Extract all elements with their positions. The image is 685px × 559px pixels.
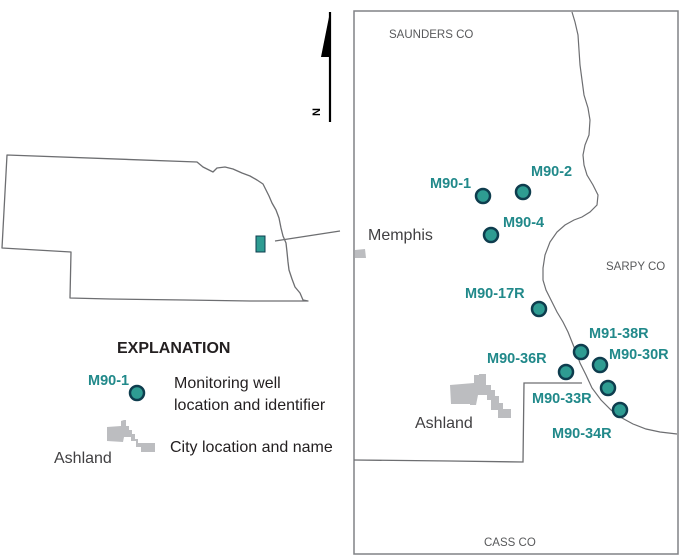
legend-title: EXPLANATION — [117, 340, 230, 357]
map-frame — [353, 10, 679, 555]
monitoring-wells — [474, 183, 629, 419]
well-marker-m90-36r[interactable] — [557, 363, 575, 381]
nebraska-inset-map — [1, 154, 341, 302]
legend: EXPLANATION M90-1 Monitoring well locati… — [54, 340, 333, 467]
well-label: M90-17R — [465, 286, 525, 302]
well-marker-m90-1[interactable] — [474, 187, 492, 205]
county-boundary-cass — [353, 382, 582, 463]
well-marker-m90-17r[interactable] — [530, 300, 548, 318]
ashland-city-shape — [450, 374, 511, 418]
well-marker-m91-38r[interactable] — [572, 343, 590, 361]
city-label-ashland: Ashland — [415, 415, 473, 432]
study-area-locator — [255, 235, 266, 253]
well-label: M90-30R — [609, 347, 669, 363]
well-label: M90-2 — [531, 164, 572, 180]
county-boundary-river — [542, 11, 678, 435]
legend-city-sample-label: Ashland — [54, 450, 112, 467]
well-label: M90-4 — [503, 215, 544, 231]
leader-line — [274, 230, 341, 242]
city-label-memphis: Memphis — [368, 227, 433, 244]
legend-well-sample-label: M90-1 — [88, 373, 129, 389]
legend-city-shape — [107, 420, 155, 452]
well-label: M91-38R — [589, 326, 649, 342]
legend-well-desc-line2: location and identifier — [174, 397, 326, 414]
well-label: M90-1 — [430, 176, 471, 192]
county-label-saunders: SAUNDERS CO — [389, 29, 473, 41]
well-label: M90-34R — [552, 426, 612, 442]
well-label: M90-33R — [532, 391, 592, 407]
county-label-cass: CASS CO — [484, 537, 536, 549]
legend-well-marker — [128, 384, 146, 402]
county-label-sarpy: SARPY CO — [606, 261, 665, 273]
well-marker-m90-2[interactable] — [514, 183, 532, 201]
memphis-city-shape — [355, 249, 366, 258]
well-marker-m90-30r[interactable] — [591, 356, 609, 374]
nebraska-outline — [1, 154, 309, 302]
legend-well-desc-line1: Monitoring well — [174, 375, 281, 392]
well-marker-m90-4[interactable] — [482, 226, 500, 244]
well-marker-m90-33r[interactable] — [599, 379, 617, 397]
well-marker-m90-34r[interactable] — [611, 401, 629, 419]
legend-city-desc: City location and name — [170, 439, 333, 456]
study-area-map: SAUNDERS CO SARPY CO CASS CO Memphis Ash… — [353, 10, 679, 555]
north-label: N — [311, 108, 323, 116]
north-arrow: N — [311, 12, 332, 122]
well-label: M90-36R — [487, 351, 547, 367]
